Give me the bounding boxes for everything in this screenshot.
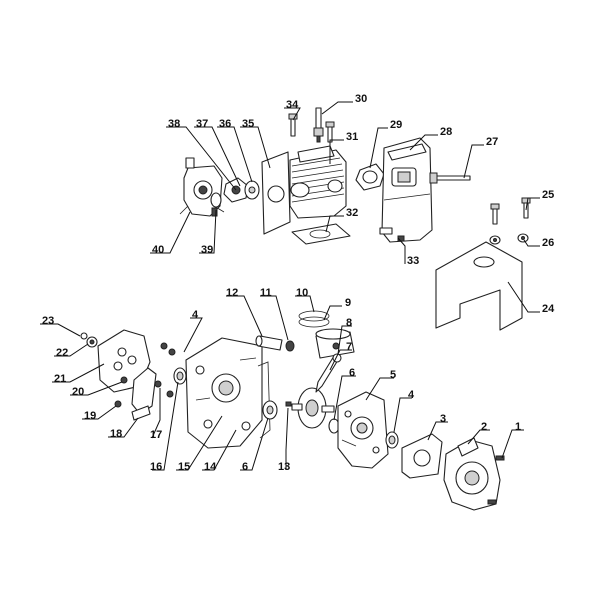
callout-9: 9 (345, 297, 351, 309)
callout-6-right: 6 (349, 367, 355, 379)
cylinder-gasket (291, 223, 351, 245)
carburetor-adapter (210, 192, 222, 217)
callout-4-right: 4 (408, 389, 415, 401)
heat-shield (435, 241, 523, 331)
callout-3: 3 (440, 413, 446, 425)
head-bolts (288, 113, 335, 143)
clutch-spring (131, 405, 151, 421)
bearing-left (262, 400, 278, 420)
callout-10: 10 (296, 287, 308, 299)
callout-25: 25 (542, 189, 554, 201)
callout-33: 33 (407, 255, 419, 267)
starter-screws (487, 455, 505, 505)
callout-5: 5 (390, 369, 396, 381)
callout-23: 23 (42, 315, 54, 327)
crankcase-left (185, 337, 263, 449)
callout-18: 18 (110, 428, 122, 440)
shroud-bolts (490, 197, 531, 225)
starter-plate (401, 433, 443, 479)
callout-6-left: 6 (242, 461, 248, 473)
muffler-gasket (355, 163, 385, 191)
muffler-bolt (429, 172, 471, 184)
callout-26: 26 (542, 237, 554, 249)
callout-31: 31 (346, 131, 358, 143)
recoil-starter (443, 437, 501, 511)
callout-8: 8 (346, 317, 352, 329)
insulator-plate (261, 151, 291, 235)
callout-32: 32 (346, 207, 358, 219)
oil-seal-left (173, 367, 187, 385)
callout-2: 2 (481, 421, 487, 433)
muffler (381, 137, 433, 243)
crankcase-gasket (257, 361, 271, 439)
callout-11: 11 (260, 287, 272, 299)
callout-21: 21 (54, 373, 66, 385)
callout-19: 19 (84, 410, 96, 422)
callout-17: 17 (150, 429, 162, 441)
callout-4-left: 4 (192, 309, 199, 321)
callout-38: 38 (168, 118, 180, 130)
carburetor (179, 157, 225, 217)
callout-34: 34 (286, 99, 299, 111)
callout-12: 12 (226, 287, 238, 299)
callout-22: 22 (56, 347, 68, 359)
callout-24: 24 (542, 303, 555, 315)
shroud-washers (489, 233, 529, 245)
callout-30: 30 (355, 93, 367, 105)
callout-15: 15 (178, 461, 190, 473)
crankcase-bolts (154, 342, 176, 398)
piston-clip (285, 340, 295, 352)
callout-28: 28 (440, 126, 452, 138)
callout-16: 16 (150, 461, 162, 473)
callout-27: 27 (486, 136, 498, 148)
clutch-assembly (120, 367, 157, 415)
cylinder (289, 145, 347, 219)
callout-20: 20 (72, 386, 84, 398)
clutch-drum (97, 329, 151, 393)
callout-14: 14 (204, 461, 217, 473)
woodruff-key (285, 401, 292, 407)
intake-adapter (223, 177, 260, 203)
callout-labels: 1 2 3 4 5 6 7 8 9 10 11 12 13 14 15 16 1… (42, 93, 555, 473)
callout-29: 29 (390, 119, 402, 131)
piston-pin (255, 335, 283, 351)
clutch-nut (80, 332, 98, 348)
crankcase-right (337, 391, 389, 469)
spark-plug (313, 107, 324, 143)
callout-35: 35 (242, 118, 254, 130)
clutch-screw (114, 400, 122, 408)
callout-13: 13 (278, 461, 290, 473)
leader-lines (40, 101, 540, 471)
oil-seal-right (385, 431, 399, 449)
callout-1: 1 (515, 421, 521, 433)
callout-37: 37 (196, 118, 208, 130)
callout-36: 36 (219, 118, 231, 130)
callout-40: 40 (152, 244, 164, 256)
callout-7: 7 (346, 341, 352, 353)
callout-39: 39 (201, 244, 213, 256)
